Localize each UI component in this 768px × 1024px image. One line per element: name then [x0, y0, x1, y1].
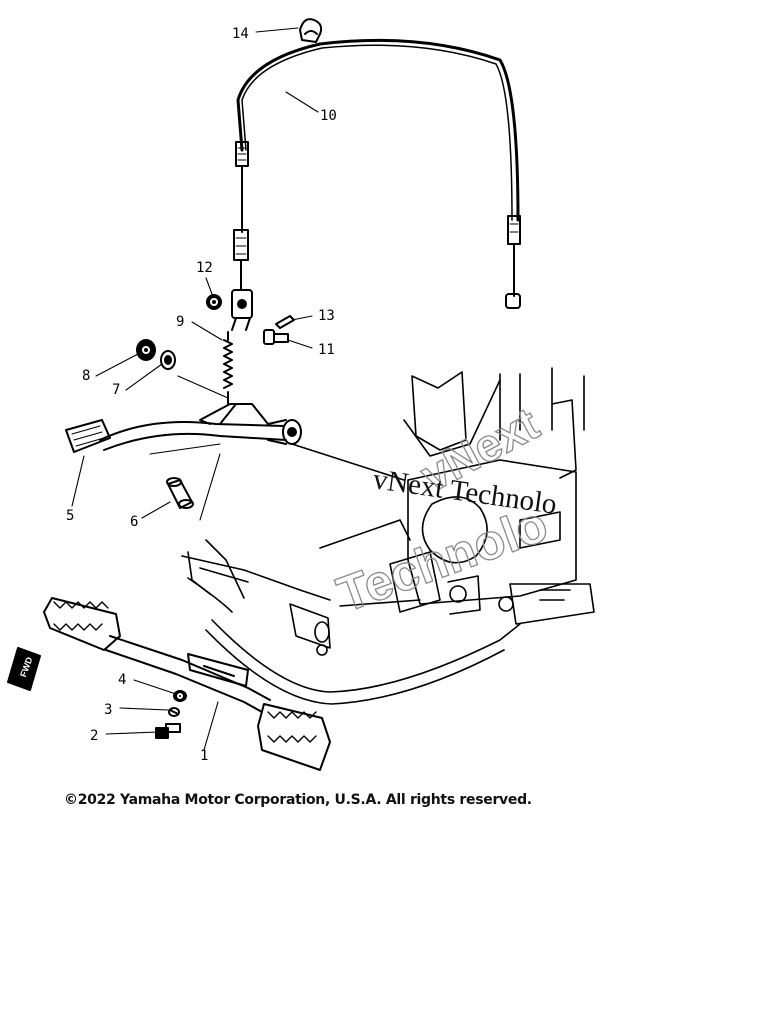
part-3-spring-washer — [168, 707, 180, 717]
callout-7: 7 — [112, 382, 120, 398]
callout-9: 9 — [176, 314, 184, 330]
cable-end-clevis — [231, 289, 253, 331]
callout-10: 10 — [320, 108, 337, 124]
fwd-tag — [7, 647, 41, 691]
callout-1: 1 — [200, 748, 208, 764]
part-6-bushing — [166, 477, 194, 509]
part-2-bolt — [155, 723, 181, 739]
callout-11: 11 — [318, 342, 335, 358]
frame-assembly — [181, 367, 595, 705]
watermark: vNext Technolo vNext Technolo — [329, 396, 558, 623]
part-12-nut — [206, 294, 222, 310]
part-7-washer — [160, 350, 176, 370]
callout-5: 5 — [66, 508, 74, 524]
part-5-brake-pedal — [65, 403, 302, 453]
callout-13: 13 — [318, 308, 335, 324]
part-10-brake-cable — [233, 38, 521, 309]
callout-3: 3 — [104, 702, 112, 718]
callout-4: 4 — [118, 672, 126, 688]
copyright-notice: ©2022 Yamaha Motor Corporation, U.S.A. A… — [64, 792, 532, 808]
callout-12: 12 — [196, 260, 213, 276]
callout-labels: 14 10 12 13 9 11 8 7 5 6 4 3 2 1 — [66, 26, 337, 764]
callout-2: 2 — [90, 728, 98, 744]
part-8-nut — [136, 339, 156, 361]
part-14-cable-clamp — [299, 18, 323, 43]
callout-6: 6 — [130, 514, 138, 530]
part-9-spring — [223, 331, 233, 405]
part-1-footrest-bar — [43, 597, 331, 771]
part-13-cotter-pin — [275, 315, 295, 329]
callout-8: 8 — [82, 368, 90, 384]
part-4-washer — [173, 690, 187, 702]
leader-lines — [71, 27, 319, 751]
callout-14: 14 — [232, 26, 249, 42]
part-11-clevis-pin — [263, 329, 289, 345]
